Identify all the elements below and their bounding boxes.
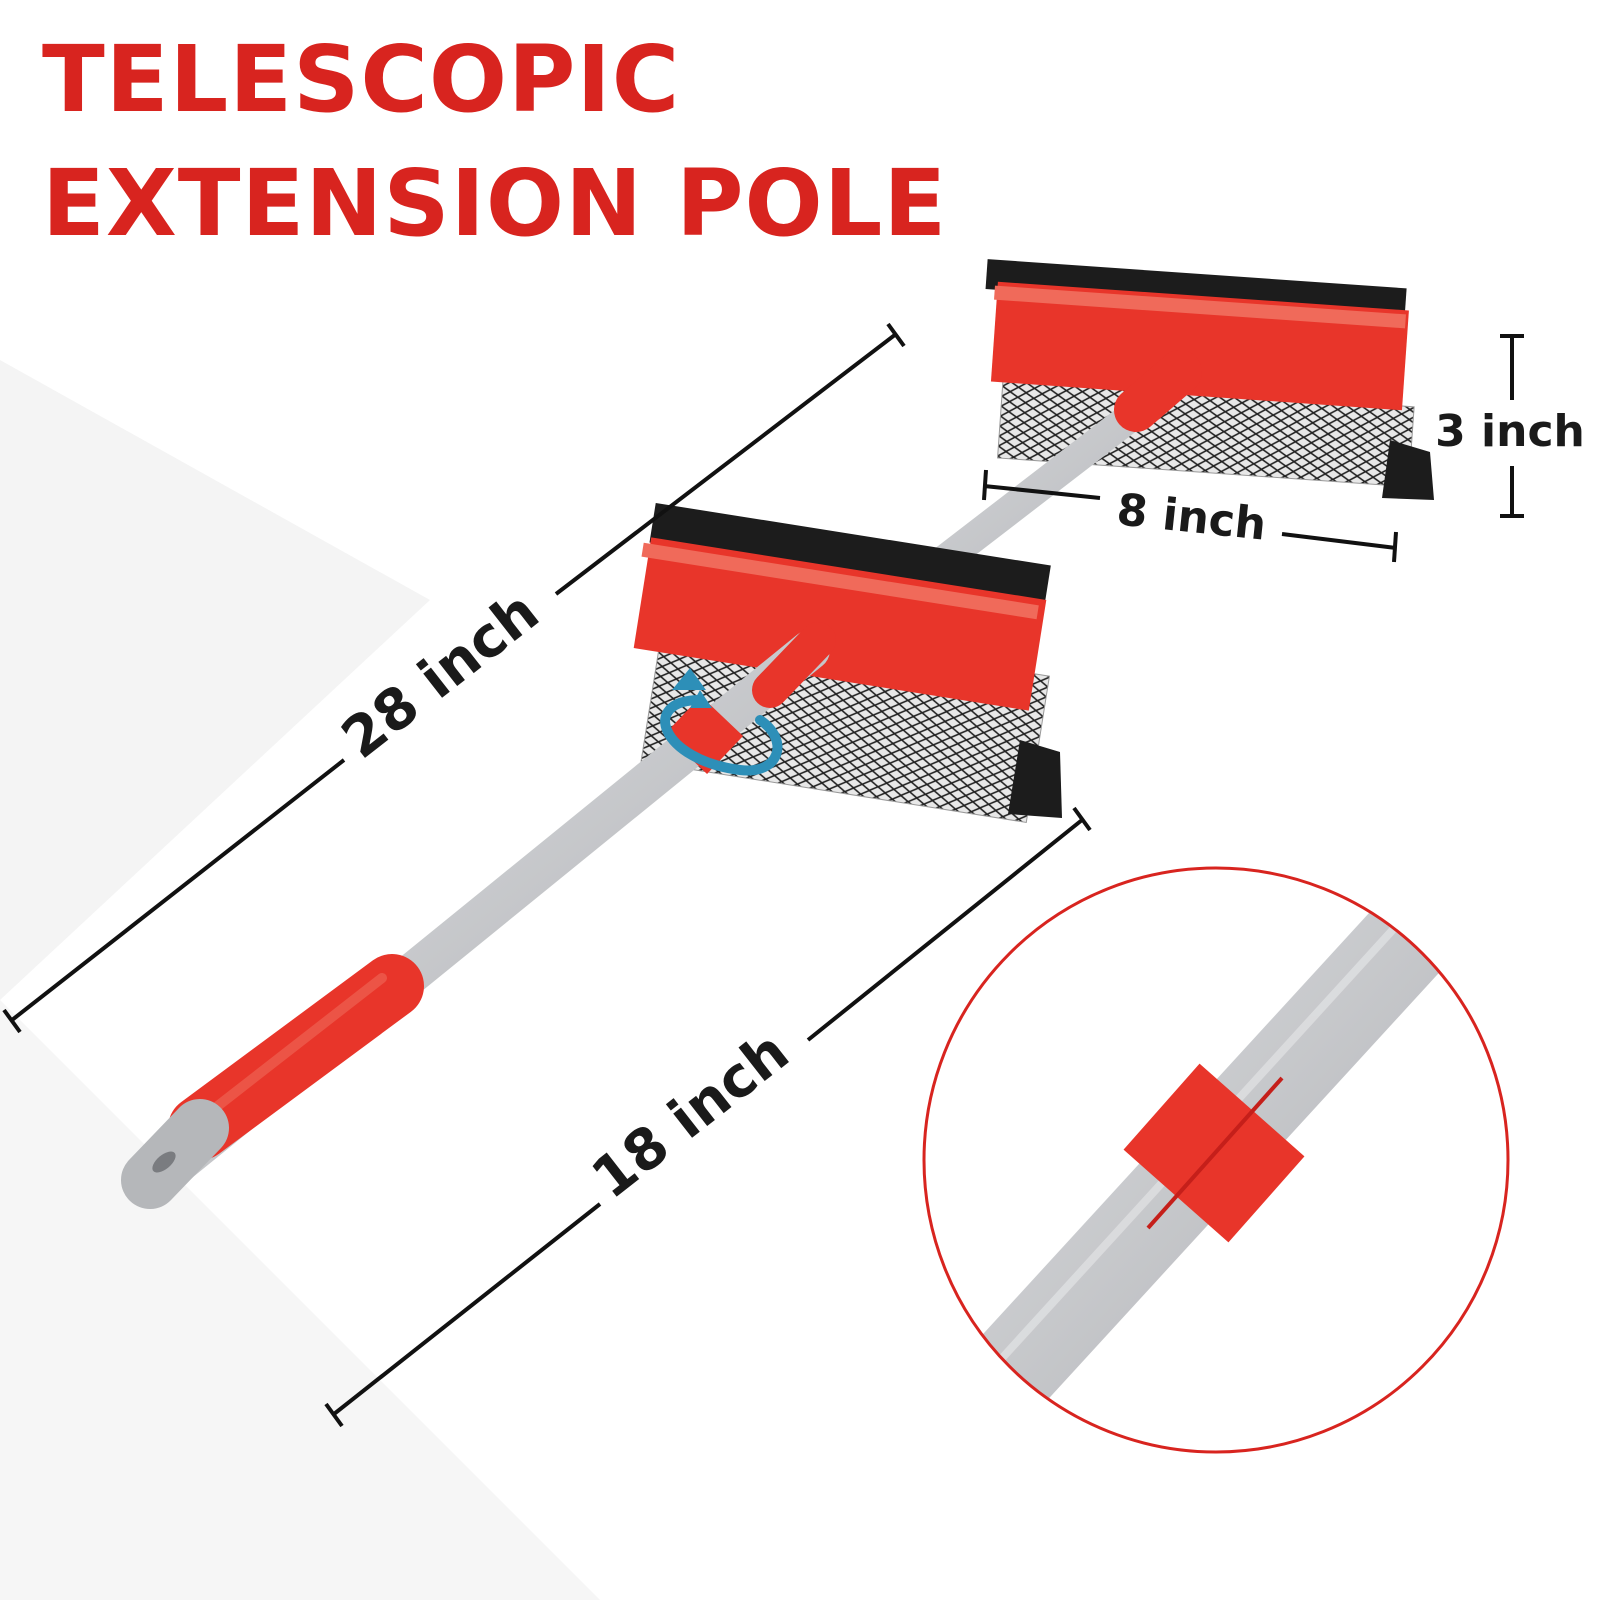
- headline-line-1: TELESCOPIC: [42, 26, 681, 133]
- head-height-label: 3 inch: [1435, 406, 1585, 457]
- dimension-28-inch: [2, 322, 906, 1034]
- near-squeegee: [633, 502, 1062, 823]
- background-shading: [0, 360, 600, 1600]
- neck-collar: [752, 622, 836, 708]
- headline-line-2: EXTENSION POLE: [42, 150, 948, 257]
- rotate-arrow-icon: [660, 668, 783, 776]
- dimension-8-inch: [982, 469, 1398, 563]
- handle-grip: [121, 954, 424, 1209]
- dimension-18-inch: [324, 806, 1092, 1428]
- collapsed-length-label: 18 inch: [580, 1019, 801, 1212]
- dimension-3-inch: [1500, 334, 1524, 518]
- upper-collar: [1114, 350, 1202, 432]
- lock-collar: [664, 696, 744, 774]
- far-squeegee: [985, 259, 1434, 500]
- head-width-label: 8 inch: [1114, 484, 1268, 550]
- collar-zoom-inset: [922, 866, 1510, 1454]
